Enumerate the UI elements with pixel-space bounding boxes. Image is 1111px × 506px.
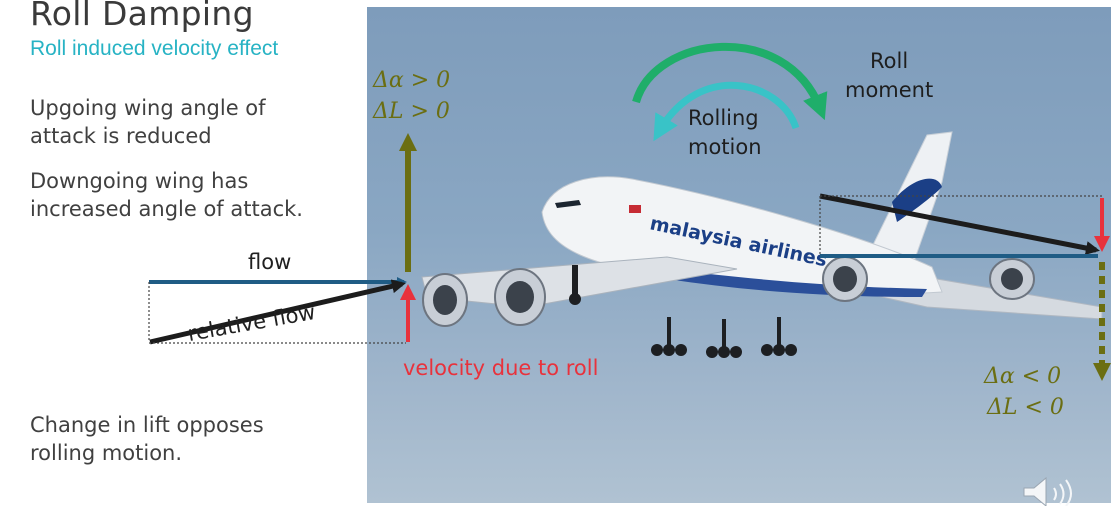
upgoing-lift-eq: ΔL > 0 — [373, 99, 450, 124]
slide-title: Roll Damping — [30, 0, 254, 33]
bullet-downgoing-wing: Downgoing wing has increased angle of at… — [30, 169, 303, 221]
rolling-motion-arrow — [653, 81, 800, 142]
velocity-due-to-roll-label: velocity due to roll — [403, 356, 599, 380]
relative-flow-arrow-right — [819, 193, 1100, 255]
downgoing-alpha-eq: Δα < 0 — [984, 364, 1062, 389]
roll-moment-label: Roll moment — [845, 49, 934, 102]
bullet-upgoing-wing: Upgoing wing angle of attack is reduced — [30, 96, 266, 148]
flow-label: flow — [248, 250, 292, 274]
flag-icon — [629, 205, 641, 213]
aircraft-illustration: malaysia airlines — [421, 131, 1103, 358]
downgoing-lift-eq: ΔL < 0 — [987, 395, 1064, 420]
bullet-lift-opposes: Change in lift opposes rolling motion. — [30, 413, 264, 465]
relative-flow-arrow-left — [149, 279, 406, 345]
roll-moment-arrow — [632, 42, 828, 121]
upgoing-alpha-eq: Δα > 0 — [373, 68, 451, 93]
speaker-icon[interactable] — [1020, 476, 1090, 506]
rolling-motion-label: Rolling motion — [688, 106, 762, 159]
slide-subtitle: Roll induced velocity effect — [30, 37, 279, 60]
